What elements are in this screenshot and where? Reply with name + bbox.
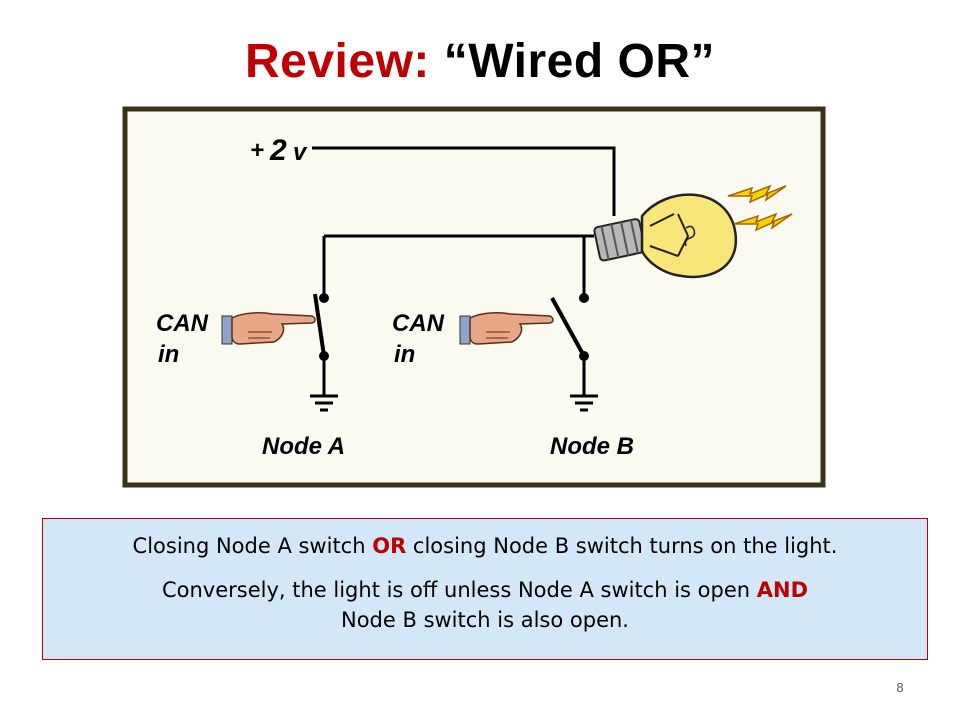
node-b-can-label: CAN xyxy=(392,310,445,337)
node-a-hand-icon xyxy=(221,312,316,345)
caption-line-1: Closing Node A switch OR closing Node B … xyxy=(43,531,927,561)
circuit-wires xyxy=(312,146,616,396)
page-number: 8 xyxy=(896,680,904,695)
diagram-frame xyxy=(122,106,826,488)
node-b-switch xyxy=(550,293,589,361)
node-a-switch xyxy=(313,293,329,361)
caption-line-1-tail: closing Node B switch turns on the light… xyxy=(406,534,838,558)
title-prefix: Review: xyxy=(245,35,430,88)
light-rays-icon xyxy=(727,184,793,232)
node-b-hand-icon xyxy=(459,312,554,345)
caption-line-3: Node B switch is also open. xyxy=(341,608,629,632)
caption-line-2: Conversely, the light is off unless Node… xyxy=(43,575,927,605)
caption-box: Closing Node A switch OR closing Node B … xyxy=(42,518,928,660)
voltage-plus: + xyxy=(250,137,264,164)
keyword-or: OR xyxy=(372,534,407,558)
node-a-label: Node A xyxy=(262,433,345,460)
title-main: “Wired OR” xyxy=(429,35,715,88)
node-a-ground-icon xyxy=(310,394,338,412)
node-a-can-label: CAN xyxy=(156,310,209,337)
voltage-unit: v xyxy=(293,139,308,166)
node-b-ground-icon xyxy=(570,394,598,412)
wired-or-diagram: + 2 v CA xyxy=(122,106,826,488)
light-bulb-icon xyxy=(593,193,737,279)
supply-wire xyxy=(312,146,616,216)
node-b-label: Node B xyxy=(550,433,634,460)
caption-line-2-text: Conversely, the light is off unless Node… xyxy=(161,578,757,602)
node-b-in-label: in xyxy=(394,341,415,368)
slide-title: Review: “Wired OR” xyxy=(0,34,960,89)
keyword-and: AND xyxy=(756,578,809,602)
voltage-value: 2 xyxy=(269,134,287,167)
node-a-in-label: in xyxy=(158,341,179,368)
caption-line-1-text: Closing Node A switch xyxy=(132,534,373,558)
